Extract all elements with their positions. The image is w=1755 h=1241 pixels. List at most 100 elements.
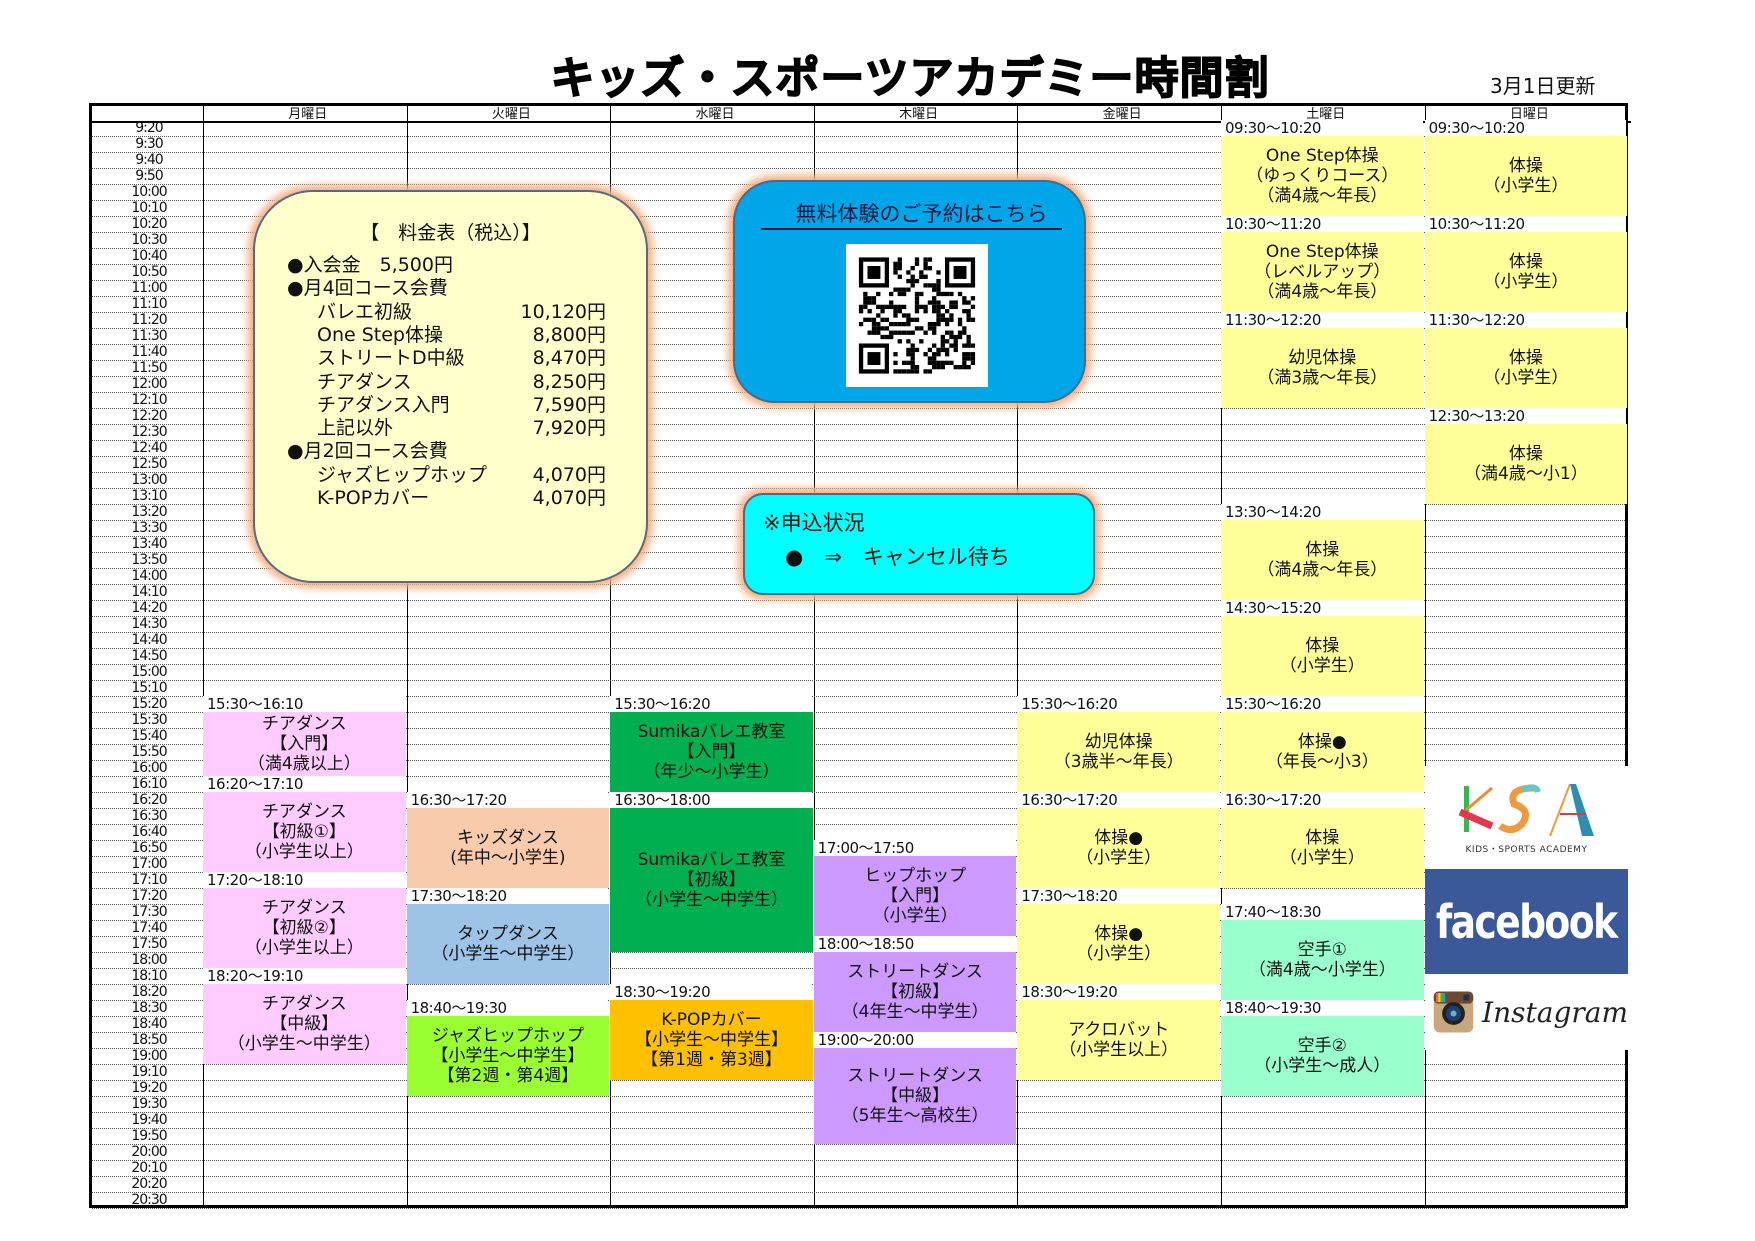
time-slot-label: 10:40 — [131, 248, 167, 264]
class-block[interactable]: K-POPカバー【小学生～中学生】【第1週・第3週】 — [610, 1000, 813, 1080]
class-time-label: 17:20～18:10 — [203, 872, 405, 888]
class-block-line: 体操 — [1305, 540, 1340, 560]
free-trial-box[interactable]: 無料体験のご予約はこちら — [733, 180, 1086, 403]
ksa-logo-mark — [1458, 783, 1594, 837]
class-block[interactable]: チアダンス【入門】（満4歳以上） — [203, 712, 406, 776]
class-time-label: 12:30～13:20 — [1424, 408, 1627, 424]
class-block-line: チアダンス — [261, 714, 347, 734]
class-time-label: 14:30～15:20 — [1221, 600, 1423, 616]
class-block[interactable]: 幼児体操（満3歳～年長） — [1221, 328, 1424, 408]
class-block[interactable]: 体操●（年長～小3） — [1221, 712, 1424, 792]
price-item-label: ●月4回コース会費 — [287, 277, 448, 300]
class-block-line: 空手② — [1297, 1036, 1347, 1056]
time-slot-label: 16:30 — [131, 808, 167, 824]
class-block-line: （満4歳～小1） — [1464, 464, 1588, 484]
updated-date: 3月1日更新 — [1490, 74, 1596, 98]
time-slot-label: 19:50 — [131, 1128, 167, 1144]
class-time-label: 18:00～18:50 — [813, 936, 1016, 952]
class-block-line: チアダンス — [261, 898, 347, 918]
time-slot-label: 20:10 — [131, 1160, 167, 1176]
row-divider — [92, 632, 1625, 633]
ksa-logo[interactable]: KIDS・SPORTS ACADEMY — [1425, 766, 1628, 869]
class-block[interactable]: Sumikaバレエ教室【初級】（小学生～中学生） — [610, 808, 813, 952]
class-block-line: 【入門】 — [881, 886, 950, 906]
price-item-label: チアダンス入門 — [317, 393, 450, 416]
class-block[interactable]: One Step体操（ゆっくりコース）（満4歳～年長） — [1221, 136, 1424, 216]
price-row: ●月2回コース会費 — [287, 438, 606, 464]
time-slot-label: 14:30 — [131, 616, 167, 632]
class-block[interactable]: 空手①（満4歳～小学生） — [1221, 920, 1424, 1000]
class-block-line: キッズダンス — [457, 828, 559, 848]
class-block[interactable]: ヒップホップ【入門】（小学生） — [813, 856, 1017, 936]
row-divider — [92, 600, 1625, 601]
price-item-value: 4,070円 — [532, 487, 606, 509]
class-block-line: （小学生） — [1076, 848, 1162, 868]
class-block[interactable]: 体操●（小学生） — [1017, 904, 1220, 984]
class-block-line: （年長～小3） — [1265, 752, 1379, 772]
class-block-line: ジャズヒップホップ — [431, 1026, 584, 1046]
free-trial-link[interactable]: 無料体験のご予約はこちら — [761, 198, 1062, 230]
instagram-link[interactable]: Instagram — [1425, 974, 1628, 1050]
price-row: ●月4回コース会費 — [287, 275, 606, 301]
class-block-line: （4年生～中学生） — [841, 1002, 989, 1022]
class-block[interactable]: 体操（小学生） — [1221, 808, 1424, 888]
class-block[interactable]: タップダンス（小学生～中学生） — [406, 904, 610, 984]
class-block-line: アクロバット — [1068, 1020, 1170, 1040]
row-divider — [92, 168, 1625, 169]
class-time-label: 15:30～16:10 — [203, 696, 405, 712]
class-block[interactable]: チアダンス【初級②】（小学生以上） — [203, 888, 406, 968]
class-block[interactable]: 幼児体操（3歳半～年長） — [1017, 712, 1220, 792]
class-block-line: 体操● — [1094, 828, 1144, 848]
class-block[interactable]: アクロバット（小学生以上） — [1017, 1000, 1220, 1080]
class-block[interactable]: 体操（小学生） — [1221, 616, 1424, 696]
column-divider — [406, 106, 408, 1205]
class-block-line: （小学生） — [1279, 656, 1365, 676]
class-time-label: 18:30～19:20 — [610, 984, 812, 1000]
time-slot-label: 10:00 — [131, 184, 167, 200]
class-block[interactable]: 体操（満4歳～年長） — [1221, 520, 1424, 600]
time-slot-label: 10:20 — [131, 216, 167, 232]
time-slot-label: 17:10 — [131, 872, 167, 888]
class-block[interactable]: ストリートダンス【初級】（4年生～中学生） — [813, 952, 1017, 1032]
row-divider — [92, 728, 1625, 729]
time-header — [92, 106, 206, 123]
class-block[interactable]: 体操（満4歳～小1） — [1424, 424, 1628, 504]
class-block-line: （5年生～高校生） — [841, 1106, 989, 1126]
row-divider — [92, 456, 1625, 457]
time-slot-label: 17:20 — [131, 888, 167, 904]
class-block[interactable]: キッズダンス(年中～小学生) — [406, 808, 610, 888]
class-block-line: One Step体操 — [1265, 146, 1379, 166]
class-time-label: 15:30～16:20 — [1017, 696, 1219, 712]
class-block-line: 幼児体操 — [1288, 348, 1357, 368]
class-block[interactable]: ジャズヒップホップ【小学生～中学生】【第2週・第4週】 — [406, 1016, 610, 1096]
facebook-link[interactable]: facebook — [1425, 869, 1628, 974]
class-block[interactable]: チアダンス【初級①】（小学生以上） — [203, 792, 406, 872]
class-block[interactable]: 体操（小学生） — [1424, 232, 1628, 312]
row-divider — [92, 136, 1625, 137]
class-block[interactable]: 体操（小学生） — [1424, 328, 1628, 408]
time-slot-label: 18:20 — [131, 984, 167, 1000]
class-block[interactable]: チアダンス【中級】（小学生～中学生） — [203, 984, 406, 1064]
time-slot-label: 9:30 — [135, 136, 163, 152]
class-block[interactable]: 体操（小学生） — [1424, 136, 1628, 216]
class-block-line: 【初級】 — [677, 870, 746, 890]
price-item-value: 10,120円 — [520, 300, 606, 323]
instagram-logo-text: Instagram — [1482, 995, 1628, 1029]
class-block-line: 【小学生～中学生】 — [634, 1030, 788, 1050]
status-title: ※申込状況 — [763, 511, 865, 535]
time-slot-label: 15:30 — [131, 712, 167, 728]
class-block[interactable]: Sumikaバレエ教室【入門】（年少～小学生） — [610, 712, 813, 792]
row-divider — [92, 712, 1625, 713]
class-block[interactable]: 空手②（小学生～成人） — [1221, 1016, 1424, 1096]
qr-code-icon[interactable] — [846, 244, 988, 387]
row-divider — [92, 1176, 1625, 1177]
class-time-label: 17:00～17:50 — [813, 840, 1016, 856]
class-block[interactable]: ストリートダンス【中級】（5年生～高校生） — [813, 1048, 1017, 1144]
class-block[interactable]: One Step体操（レベルアップ）（満4歳～年長） — [1221, 232, 1424, 312]
class-time-label: 13:30～14:20 — [1221, 504, 1423, 520]
time-slot-label: 10:50 — [131, 264, 167, 280]
price-item-label: ●入会金 5,500円 — [287, 254, 453, 276]
time-slot-label: 12:00 — [131, 376, 167, 392]
class-block[interactable]: 体操●（小学生） — [1017, 808, 1220, 888]
